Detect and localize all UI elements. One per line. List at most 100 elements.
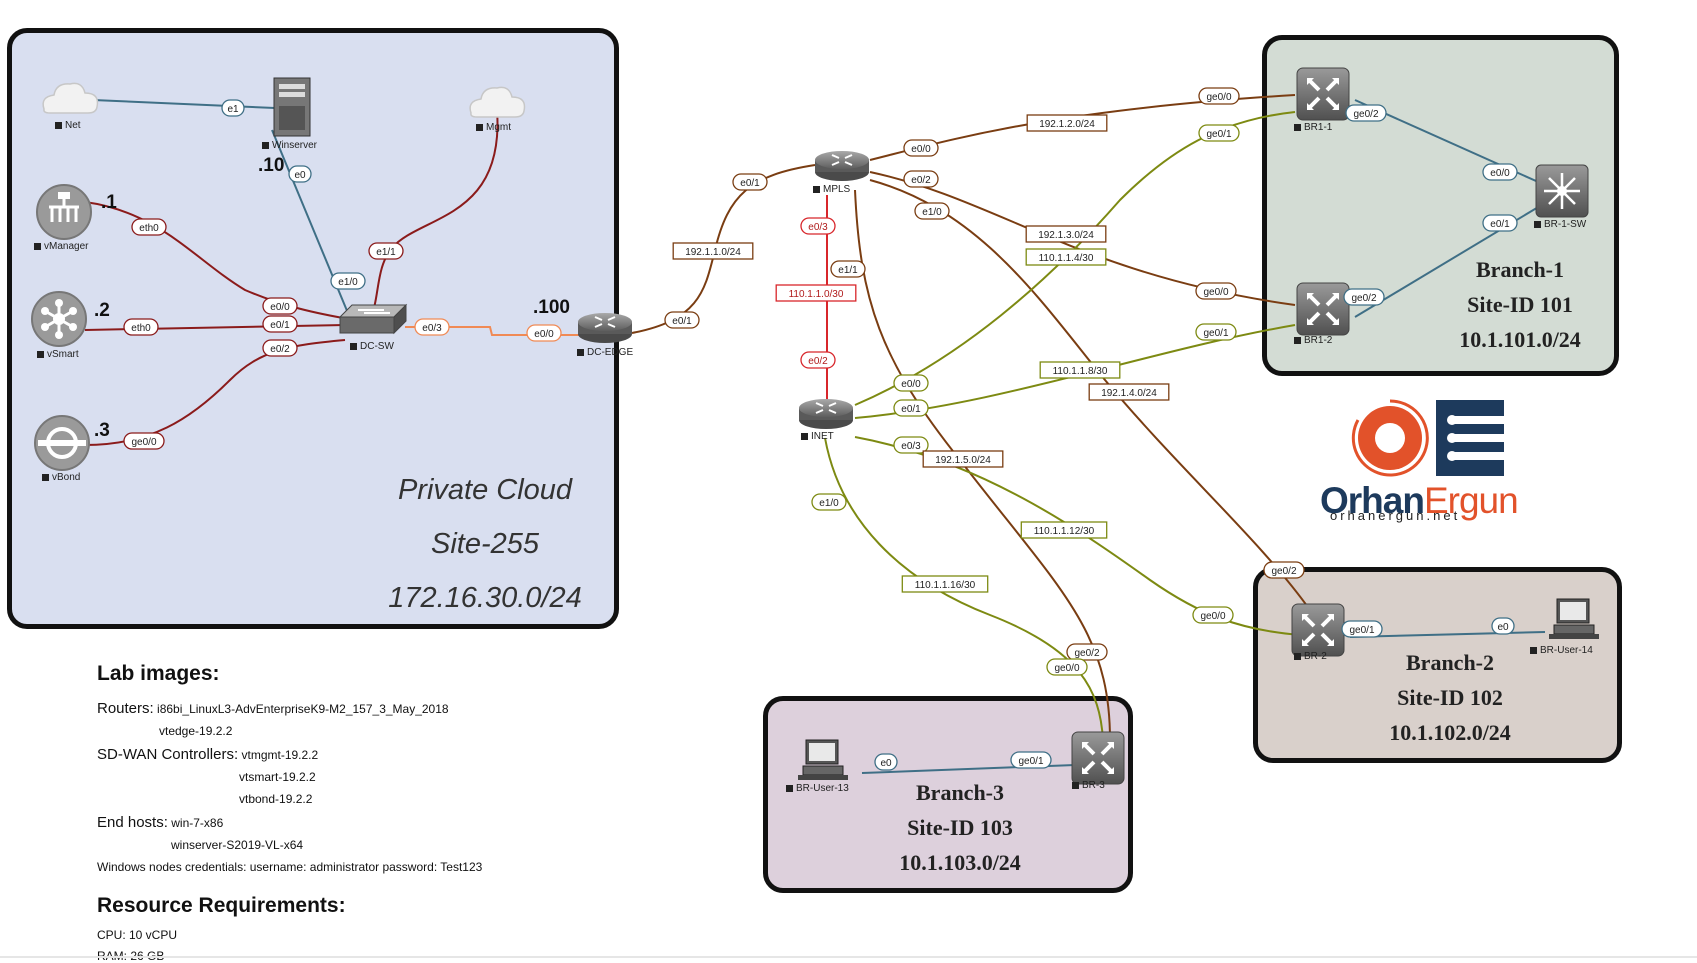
- routers-image-1: i86bi_LinuxL3-AdvEnterpriseK9-M2_157_3_M…: [157, 702, 449, 716]
- subnet-label-s4: 192.1.4.0/24: [1088, 383, 1170, 401]
- interface-label-br2-ge01: ge0/1: [1341, 620, 1383, 638]
- svg-text:e0/2: e0/2: [911, 175, 931, 186]
- node-label-bruser13: BR-User-13: [786, 783, 849, 794]
- l3-switch-icon: [1535, 164, 1589, 218]
- interface-label-dcsw-e11: e1/1: [368, 242, 404, 260]
- branch-2-site: Site-ID 102: [1397, 685, 1503, 710]
- node-label-vsmart: vSmart: [37, 349, 79, 360]
- interface-label-inet-e02: e0/2: [800, 351, 836, 369]
- interface-label-dcsw-e02: e0/2: [262, 339, 298, 357]
- branch-3-subnet: 10.1.103.0/24: [899, 850, 1021, 875]
- footer-divider: [0, 956, 1697, 958]
- svg-text:110.1.1.4/30: 110.1.1.4/30: [1039, 253, 1094, 264]
- svg-text:ge0/2: ge0/2: [1353, 109, 1378, 120]
- node-label-vmanager: vManager: [34, 241, 88, 252]
- svg-text:e0: e0: [1497, 622, 1509, 633]
- node-label-net: Net: [55, 120, 81, 131]
- interface-label-mpls-e01: e0/1: [732, 173, 768, 191]
- interface-label-vbond-ge00: ge0/0: [123, 432, 165, 450]
- svg-text:e0/3: e0/3: [422, 323, 442, 334]
- host-ip-vbond: .3: [94, 420, 110, 441]
- interface-label-mpls-e00: e0/0: [903, 139, 939, 157]
- interface-label-inet-e10: e1/0: [811, 493, 847, 511]
- host-ip-vmanager: .1: [101, 192, 117, 213]
- vsmart-icon: [31, 291, 87, 347]
- node-label-inet: INET: [801, 431, 834, 442]
- svg-text:e1/0: e1/0: [338, 277, 358, 288]
- subnet-label-s3: 192.1.3.0/24: [1025, 225, 1107, 243]
- interface-label-vsm-eth0: eth0: [123, 318, 159, 336]
- vedge-icon: [1070, 730, 1126, 786]
- logo-word-ergun: Ergun: [1423, 480, 1519, 521]
- svg-text:192.1.3.0/24: 192.1.3.0/24: [1038, 230, 1094, 241]
- interface-label-dcedge-e01: e0/1: [664, 311, 700, 329]
- svg-text:ge0/1: ge0/1: [1018, 756, 1043, 767]
- svg-text:192.1.2.0/24: 192.1.2.0/24: [1039, 119, 1095, 130]
- branch-1-site: Site-ID 101: [1467, 292, 1573, 317]
- interface-label-br11-ge02: ge0/2: [1345, 104, 1387, 122]
- link-mgmt-dcsw: [369, 109, 499, 319]
- svg-text:e1/1: e1/1: [376, 247, 396, 258]
- switch-icon: [338, 303, 408, 335]
- link-vbond-dcsw: [84, 339, 346, 446]
- link-vmanager-dcsw: [84, 201, 344, 319]
- subnet-label-i4: 110.1.1.4/30: [1025, 248, 1107, 266]
- branch-1-subnet: 10.1.101.0/24: [1459, 327, 1581, 352]
- subnet-label-s2: 192.1.2.0/24: [1026, 114, 1108, 132]
- interface-label-br12-ge01: ge0/1: [1195, 323, 1237, 341]
- svg-text:110.1.1.12/30: 110.1.1.12/30: [1034, 526, 1095, 537]
- node-label-br1sw: BR-1-SW: [1534, 219, 1586, 230]
- svg-text:e0/1: e0/1: [672, 316, 692, 327]
- svg-text:e0/3: e0/3: [901, 441, 921, 452]
- controllers-image-3: vtbond-19.2.2: [239, 792, 313, 806]
- end-hosts-image-2: winserver-S2019-VL-x64: [171, 838, 304, 852]
- subnet-label-s1: 192.1.1.0/24: [672, 242, 754, 260]
- link-mpls-br2: [869, 179, 1311, 611]
- interface-label-br12-ge02: ge0/2: [1343, 288, 1385, 306]
- interface-label-mpls-e11: e1/1: [830, 260, 866, 278]
- subnet-label-i0: 110.1.1.0/30: [775, 284, 857, 302]
- interface-label-br2-ge02: ge0/2: [1263, 561, 1305, 579]
- svg-text:e0/1: e0/1: [1490, 219, 1510, 230]
- svg-text:e0: e0: [294, 170, 306, 181]
- subnet-label-s5: 192.1.5.0/24: [922, 450, 1004, 468]
- routers-image-2: vtedge-19.2.2: [159, 724, 233, 738]
- interface-label-br1sw-e00: e0/0: [1482, 163, 1518, 181]
- svg-text:e0/2: e0/2: [270, 344, 290, 355]
- cloud-icon: [42, 82, 99, 114]
- svg-text:ge0/0: ge0/0: [1054, 663, 1079, 674]
- svg-text:ge0/2: ge0/2: [1351, 293, 1376, 304]
- interface-label-mpls-e10: e1/0: [914, 202, 950, 220]
- svg-text:192.1.4.0/24: 192.1.4.0/24: [1101, 388, 1157, 399]
- branch-3-zone: [763, 696, 1133, 893]
- branch-3-title: Branch-3: [916, 780, 1004, 805]
- interface-label-user14-e0: e0: [1491, 617, 1515, 635]
- host-ip-winserver: .10: [258, 155, 285, 176]
- router-icon: [814, 150, 870, 182]
- svg-text:e1/1: e1/1: [838, 265, 858, 276]
- svg-text:e1: e1: [227, 104, 239, 115]
- node-label-dcedge: DC-EDGE: [577, 347, 633, 358]
- svg-text:192.1.5.0/24: 192.1.5.0/24: [935, 455, 991, 466]
- controllers-image-2: vtsmart-19.2.2: [239, 770, 316, 784]
- interface-label-dcsw-e01: e0/1: [262, 315, 298, 333]
- svg-text:ge0/0: ge0/0: [1200, 611, 1225, 622]
- vedge-icon: [1295, 281, 1351, 337]
- svg-text:110.1.1.8/30: 110.1.1.8/30: [1053, 366, 1108, 377]
- svg-text:eth0: eth0: [131, 323, 151, 334]
- interface-label-inet-e03: e0/3: [893, 436, 929, 454]
- interface-label-win-e0: e0: [288, 165, 312, 183]
- interface-label-br3-ge01: ge0/1: [1010, 751, 1052, 769]
- resource-requirements-title: Resource Requirements:: [97, 894, 346, 917]
- subnet-label-i8: 110.1.1.8/30: [1039, 361, 1121, 379]
- svg-text:e0: e0: [880, 758, 892, 769]
- subnet-label-i16: 110.1.1.16/30: [901, 575, 989, 593]
- host-ip-dcedge: .100: [533, 297, 570, 318]
- branch-3-site: Site-ID 103: [907, 815, 1013, 840]
- node-label-dcsw: DC-SW: [350, 341, 394, 352]
- interface-label-br11-ge01: ge0/1: [1198, 124, 1240, 142]
- interface-label-net-e1: e1: [221, 99, 245, 117]
- end-hosts-image-1: win-7-x86: [171, 816, 224, 830]
- vbond-icon: [34, 415, 90, 471]
- host-ip-vsmart: .2: [94, 300, 110, 321]
